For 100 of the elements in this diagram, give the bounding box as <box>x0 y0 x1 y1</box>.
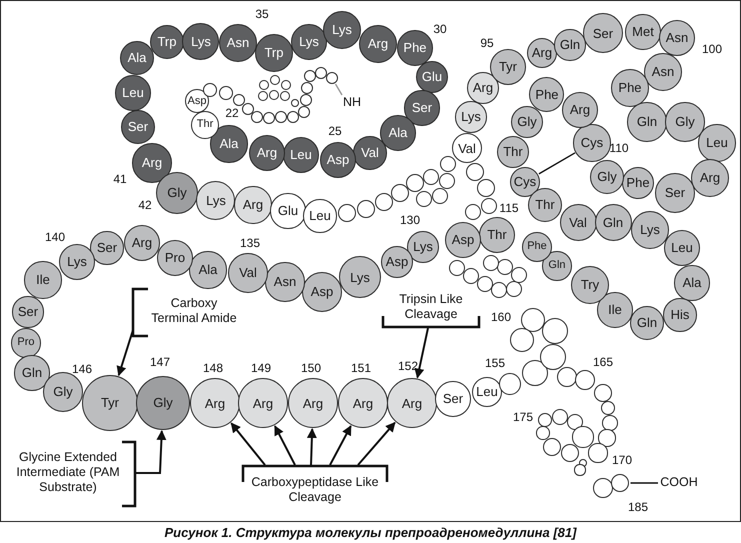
residue-bead <box>263 112 275 124</box>
residue-bead <box>90 231 124 265</box>
residue-bead <box>339 256 381 298</box>
residue-bead <box>472 376 502 408</box>
residue-bead <box>526 38 558 68</box>
annotation-text: COOH <box>659 475 699 490</box>
annotation-text: Carboxypeptidase Like Cleavage <box>250 475 380 505</box>
residue-bead <box>566 414 584 430</box>
residue-label: Ser <box>664 186 686 200</box>
residue-label: Tyr <box>100 396 120 410</box>
residue-bead <box>387 378 437 428</box>
residue-label: Gly <box>153 396 173 410</box>
residue-bead <box>610 68 650 108</box>
residue-bead <box>540 344 566 370</box>
annotation-text: Carboxy Terminal Amide <box>150 296 238 326</box>
residue-bead <box>404 90 440 126</box>
residue-bead <box>416 191 432 207</box>
residue-label: Arg <box>532 46 552 60</box>
residue-label: Thr <box>487 228 507 242</box>
residue-label: Asn <box>652 65 674 78</box>
residue-label: Trp <box>157 35 176 48</box>
residue-bead <box>218 24 258 62</box>
residue-bead <box>592 478 614 498</box>
residue-label: Val <box>458 142 476 154</box>
residue-bead <box>156 172 198 214</box>
residue-bead <box>282 136 320 174</box>
residue-bead <box>610 474 630 492</box>
residue-bead <box>538 412 552 428</box>
residue-label: Ser <box>18 305 38 318</box>
position-number: 135 <box>240 237 260 249</box>
residue-bead <box>625 14 661 50</box>
residue-label: Asp <box>452 233 474 246</box>
residue-bead <box>338 378 388 428</box>
residue-bead <box>583 13 623 53</box>
residue-bead <box>24 261 62 299</box>
position-number: 165 <box>592 356 614 368</box>
residue-bead <box>270 193 306 229</box>
residue-label: Asp <box>326 153 350 166</box>
residue-label: Ala <box>682 276 702 290</box>
residue-bead <box>353 136 387 170</box>
residue-label: Gly <box>675 115 695 128</box>
residue-bead <box>542 318 568 344</box>
residue-bead <box>304 70 316 82</box>
residue-bead <box>150 24 184 60</box>
arrow <box>306 428 317 466</box>
residue-bead <box>265 262 305 302</box>
residue-label: Ile <box>608 303 622 316</box>
residue-label: Thr <box>503 145 523 158</box>
residue-label: Arg <box>570 103 590 116</box>
residue-bead <box>520 308 546 332</box>
position-number: 170 <box>612 454 632 466</box>
position-number: 185 <box>628 501 648 513</box>
residue-bead <box>481 198 497 214</box>
residue-bead <box>663 298 697 332</box>
residue-bead <box>219 86 233 100</box>
residue-bead <box>287 111 299 123</box>
residue-label: Lys <box>461 110 481 124</box>
residue-bead <box>600 400 616 416</box>
arrow <box>230 422 266 466</box>
residue-bead <box>115 75 151 111</box>
residue-label: Ala <box>388 126 408 140</box>
residue-label: Arg <box>204 396 226 410</box>
residue-bead <box>302 272 342 312</box>
residue-label: Ser <box>128 120 148 134</box>
residue-label: Met <box>632 25 654 38</box>
residue-label: Glu <box>278 204 298 218</box>
residue-bead <box>291 99 299 107</box>
residue-bead <box>275 111 287 123</box>
position-number: 155 <box>484 357 506 369</box>
connector-line <box>538 152 576 174</box>
position-number: 149 <box>250 362 272 374</box>
residue-bead <box>259 80 269 90</box>
residue-bead <box>416 60 448 94</box>
residue-label: Lys <box>206 194 226 208</box>
residue-bead <box>506 281 522 297</box>
residue-bead <box>248 134 286 172</box>
residue-bead <box>690 158 730 198</box>
residue-label: Gly <box>517 115 537 128</box>
residue-bead <box>254 34 294 72</box>
residue-bead <box>622 166 654 200</box>
residue-bead <box>644 52 682 92</box>
residue-label: Ser <box>412 101 432 114</box>
position-number: 115 <box>499 202 519 214</box>
residue-label: Ser <box>442 392 464 406</box>
residue-bead <box>477 179 495 197</box>
residue-bead <box>242 103 254 115</box>
residue-label: Val <box>569 216 587 228</box>
residue-bead <box>380 115 416 151</box>
residue-bead <box>269 90 279 100</box>
residue-bead <box>542 438 562 456</box>
residue-bead <box>498 372 522 396</box>
residue-bead <box>251 111 263 123</box>
residue-bead <box>510 328 534 352</box>
residue-bead <box>120 110 156 144</box>
residue-label: Lys <box>413 240 433 254</box>
residue-bead <box>58 244 96 280</box>
residue-bead <box>455 101 487 133</box>
residue-label: Asn <box>226 36 250 50</box>
residue-bead <box>570 266 610 304</box>
arrow <box>136 430 166 474</box>
